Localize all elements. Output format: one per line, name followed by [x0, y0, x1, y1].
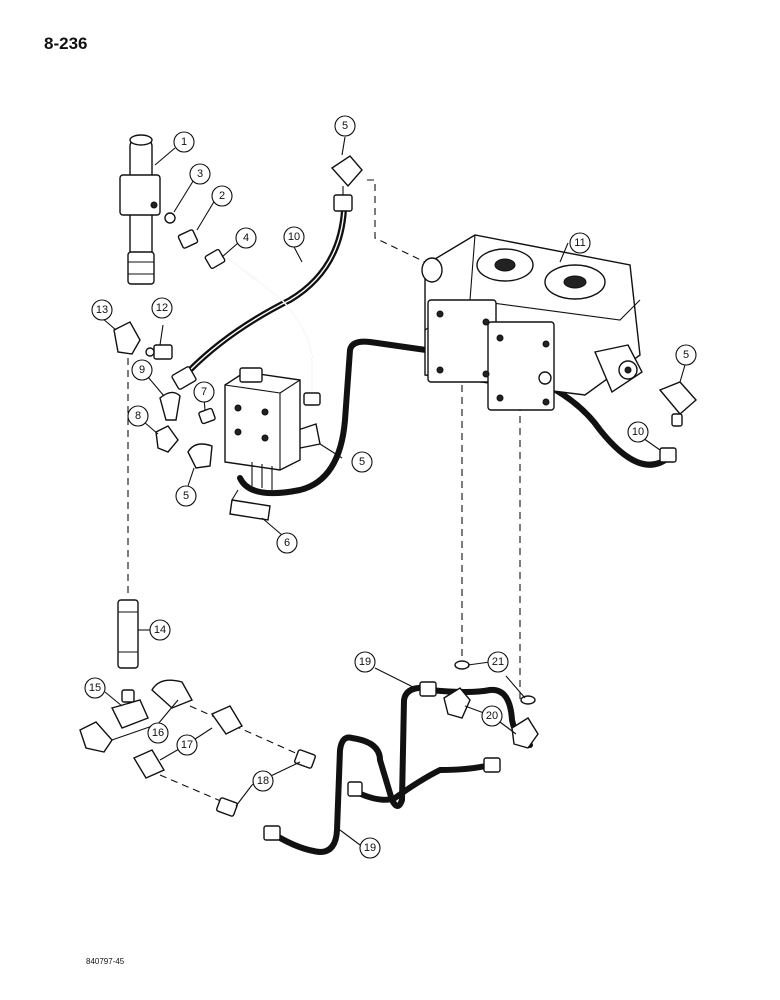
tube-4: [204, 248, 321, 406]
callout-21: 21: [487, 651, 509, 673]
solenoid-valve: [224, 367, 301, 490]
callout-20: 20: [481, 705, 503, 727]
part-8-elbow: [155, 425, 179, 453]
svg-text:1: 1: [181, 136, 187, 148]
callout-10-upper: 10: [283, 226, 305, 248]
hose-10-lower: [237, 338, 671, 497]
svg-text:8: 8: [135, 410, 141, 422]
svg-text:9: 9: [139, 364, 145, 376]
svg-text:19: 19: [364, 842, 376, 854]
callout-16: 16: [147, 722, 169, 744]
callout-5-right: 5: [675, 344, 697, 366]
part-17-coupling-upper: [210, 705, 243, 735]
svg-text:6: 6: [284, 537, 290, 549]
figure-id: 840797-45: [86, 957, 125, 966]
callout-9: 9: [131, 359, 153, 381]
callout-13: 13: [91, 299, 113, 321]
svg-text:13: 13: [96, 304, 108, 316]
callout-14: 14: [149, 619, 171, 641]
part-20-elbow-lower: [511, 717, 539, 749]
part-15-tee: [110, 689, 149, 729]
svg-text:3: 3: [197, 168, 203, 180]
svg-text:5: 5: [683, 349, 689, 361]
dashed-line-16-18: [189, 705, 301, 756]
part-17-coupling-lower: [132, 749, 166, 779]
svg-text:5: 5: [342, 120, 348, 132]
callout-12: 12: [151, 297, 173, 319]
part-14-adapter: [117, 599, 139, 669]
svg-text:2: 2: [219, 190, 225, 202]
part-11-pump: [421, 234, 643, 411]
hose-19-fittings: [263, 681, 501, 841]
callout-5-valve: 5: [351, 451, 373, 473]
svg-text:7: 7: [201, 386, 207, 398]
part-3-seal: [164, 212, 176, 224]
callout-1: 1: [173, 131, 195, 153]
svg-text:10: 10: [288, 231, 300, 243]
part-1-cylinder: [119, 134, 161, 285]
svg-text:18: 18: [257, 775, 269, 787]
callout-18: 18: [252, 770, 274, 792]
callout-19-lower: 19: [359, 837, 381, 859]
part-20-elbow-upper: [443, 687, 471, 719]
dashed-line-5-11: [367, 179, 426, 263]
part-10-fitting: [659, 447, 677, 463]
page-number: 8-236: [44, 34, 88, 53]
part-13-elbow: [113, 321, 141, 355]
leader-lines: [101, 136, 686, 846]
part-2-fitting: [177, 229, 199, 249]
callout-10-right: 10: [627, 421, 649, 443]
callout-19-upper: 19: [354, 651, 376, 673]
callout-5-top: 5: [334, 115, 356, 137]
part-16-elbow-lower: [79, 721, 113, 753]
svg-text:4: 4: [243, 232, 249, 244]
svg-text:11: 11: [574, 237, 585, 249]
hose-19-lower: [272, 684, 431, 855]
part-18-fitting-lower: [216, 797, 238, 817]
dashed-line-17-18: [159, 774, 231, 806]
svg-text:14: 14: [154, 624, 166, 636]
svg-text:20: 20: [486, 710, 498, 722]
callout-6: 6: [276, 532, 298, 554]
hose-10-upper: [187, 207, 347, 373]
part-6-bracket: [229, 489, 271, 521]
part-16-elbow-upper: [151, 679, 193, 709]
hose-19-middle: [349, 762, 493, 803]
callout-5-left: 5: [175, 485, 197, 507]
part-7-fitting: [198, 407, 216, 425]
svg-text:12: 12: [156, 302, 168, 314]
callout-15: 15: [84, 677, 106, 699]
svg-text:5: 5: [359, 456, 365, 468]
part-18-fitting-upper: [294, 749, 316, 769]
svg-text:10: 10: [632, 426, 644, 438]
part-9-elbow: [159, 391, 181, 421]
callout-7: 7: [193, 381, 215, 403]
callout-2: 2: [211, 185, 233, 207]
svg-text:5: 5: [183, 490, 189, 502]
part-5-elbow-left: [187, 443, 213, 469]
hose-10-end-fitting: [171, 366, 197, 390]
svg-text:17: 17: [181, 739, 193, 751]
callout-3: 3: [189, 163, 211, 185]
svg-text:16: 16: [152, 727, 164, 739]
callout-4: 4: [235, 227, 257, 249]
part-5-elbow-right: [658, 381, 697, 427]
svg-text:21: 21: [492, 656, 504, 668]
part-12-fitting: [145, 344, 173, 360]
callout-8: 8: [127, 405, 149, 427]
callout-17: 17: [176, 734, 198, 756]
callout-11: 11: [569, 232, 591, 254]
svg-text:19: 19: [359, 656, 371, 668]
svg-text:15: 15: [89, 682, 101, 694]
part-5-elbow-top: [330, 155, 363, 212]
